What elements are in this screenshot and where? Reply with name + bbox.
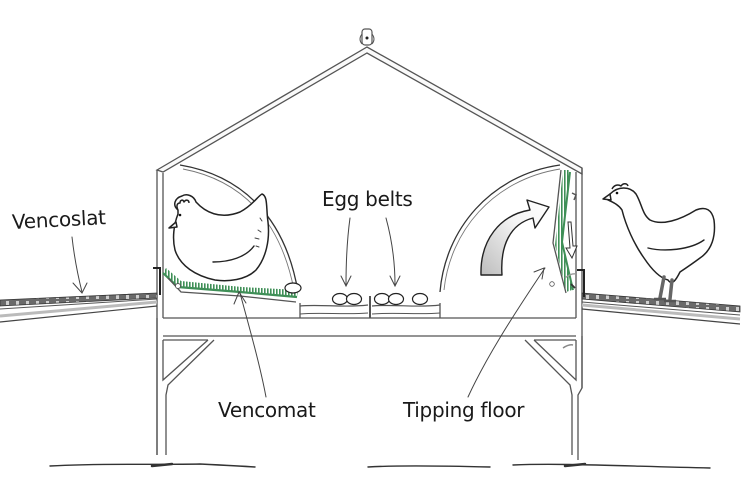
vencomat-label: Vencomat <box>218 398 316 422</box>
tipping-floor-green-belt <box>549 169 574 294</box>
left-leg <box>156 336 215 455</box>
egg-belts <box>299 217 441 318</box>
vencoslat-label: Vencoslat <box>11 205 107 234</box>
right-slat-floor <box>581 292 741 325</box>
left-slat-floor <box>0 292 158 323</box>
right-nest <box>439 164 585 297</box>
vencomat-leader <box>239 292 267 398</box>
right-leg <box>524 336 583 460</box>
ground <box>49 462 711 469</box>
egg <box>411 292 429 306</box>
egg-belts-leader-1 <box>345 217 351 286</box>
egg <box>331 292 349 306</box>
nest-egg <box>284 282 302 294</box>
vencoslat-leader <box>71 236 83 293</box>
hen-standing-icon <box>602 183 716 303</box>
house-frame <box>156 168 583 460</box>
tipping-floor-label: Tipping floor <box>403 398 525 422</box>
left-nest <box>153 164 302 303</box>
egg-belts-leader-2 <box>385 217 396 286</box>
egg <box>387 292 405 306</box>
egg-belts-label: Egg belts <box>322 187 413 211</box>
tipping-arrow-icon <box>480 199 550 276</box>
hen-sitting-icon <box>168 193 270 282</box>
egg-belt-1 <box>299 292 369 318</box>
roof <box>155 28 583 176</box>
tipping-floor-leader <box>467 267 546 398</box>
egg-belt-2 <box>371 292 441 318</box>
egg <box>345 292 363 306</box>
egg <box>373 292 391 306</box>
roof-hanger-icon <box>359 28 375 46</box>
label-leaders <box>71 236 546 398</box>
vencomat-green-belt <box>162 268 298 303</box>
